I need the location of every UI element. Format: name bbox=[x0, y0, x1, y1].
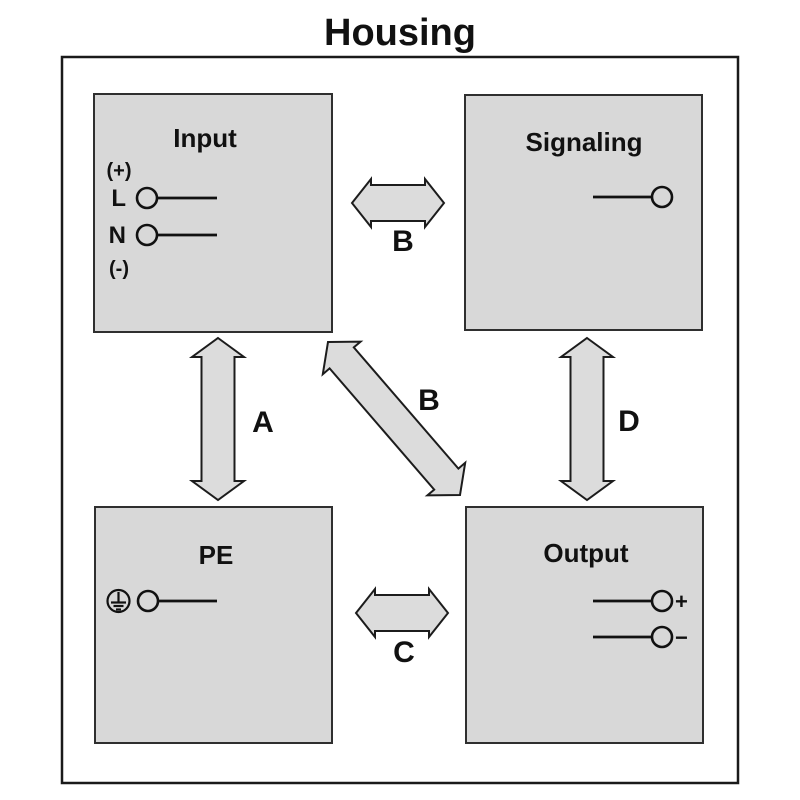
page-title: Housing bbox=[324, 12, 476, 54]
signaling-terminal-circle bbox=[650, 185, 674, 209]
pe-block-rect bbox=[94, 506, 333, 744]
pe-block: PE bbox=[94, 506, 333, 744]
output-plus-terminal-circle bbox=[650, 589, 674, 613]
arrow-d-label: D bbox=[618, 405, 640, 438]
arrow-c-label: C bbox=[393, 636, 415, 669]
pe-block-title: PE bbox=[199, 540, 234, 570]
input-block-rect bbox=[93, 93, 333, 333]
input-minus-label: (-) bbox=[109, 258, 129, 280]
arrow-b-top: B bbox=[350, 176, 446, 258]
double-arrow-vertical-icon bbox=[188, 336, 248, 502]
double-arrow-diagonal-icon bbox=[321, 340, 467, 497]
input-n-label: N bbox=[109, 222, 126, 249]
output-minus-label: − bbox=[675, 625, 688, 650]
output-minus-terminal-circle bbox=[650, 625, 674, 649]
signaling-block-title: Signaling bbox=[526, 127, 643, 157]
arrow-d: D bbox=[557, 336, 640, 502]
output-block: Output + − bbox=[465, 506, 704, 744]
protective-earth-icon bbox=[106, 588, 131, 614]
output-block-title: Output bbox=[543, 538, 629, 568]
arrow-b-diagonal-label: B bbox=[418, 384, 440, 417]
double-arrow-horizontal-icon bbox=[350, 176, 446, 230]
input-block: Input (+) L N (-) bbox=[93, 93, 333, 333]
arrow-b-diagonal: B bbox=[321, 340, 467, 497]
output-block-rect bbox=[465, 506, 704, 744]
arrow-c: C bbox=[354, 586, 450, 669]
signaling-block-rect bbox=[464, 94, 703, 331]
input-l-label: L bbox=[111, 185, 126, 212]
input-plus-label: (+) bbox=[107, 160, 132, 182]
signaling-block: Signaling bbox=[464, 94, 703, 331]
arrow-b-top-label: B bbox=[392, 225, 414, 258]
double-arrow-vertical-icon bbox=[557, 336, 617, 502]
output-plus-label: + bbox=[675, 589, 688, 614]
double-arrow-horizontal-icon bbox=[354, 586, 450, 640]
arrow-a: A bbox=[188, 336, 274, 502]
input-block-title: Input bbox=[173, 123, 237, 153]
arrow-a-label: A bbox=[252, 406, 274, 439]
